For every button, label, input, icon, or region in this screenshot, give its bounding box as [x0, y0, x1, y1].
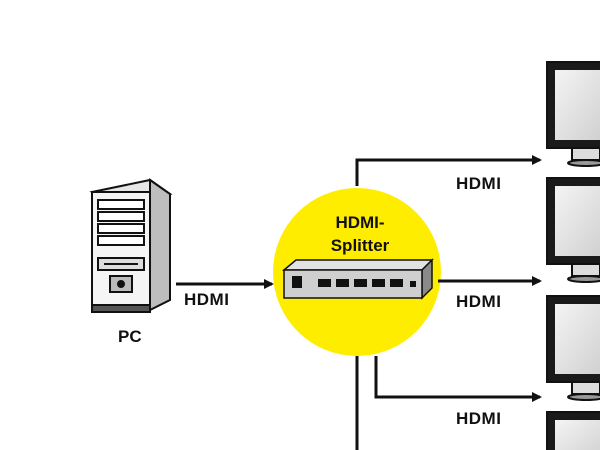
output-hdmi-label-3: HDMI	[456, 409, 502, 428]
output-line-3	[374, 356, 542, 402]
monitor-icon-4	[546, 411, 600, 450]
pc-tower-icon	[89, 178, 173, 313]
monitor-icon-1	[546, 61, 600, 167]
output-line-1	[355, 155, 542, 186]
monitor-icon-2	[546, 177, 600, 283]
output-hdmi-label-1: HDMI	[456, 174, 502, 193]
splitter-title: HDMI- Splitter	[285, 211, 435, 257]
splitter-title-line-1: HDMI-	[335, 213, 385, 232]
output-hdmi-label-2: HDMI	[456, 292, 502, 311]
pc-label: PC	[118, 327, 142, 346]
splitter-device-icon	[281, 258, 434, 300]
monitor-icon-3	[546, 295, 600, 401]
splitter-title-line-2: Splitter	[330, 236, 390, 255]
input-hdmi-label: HDMI	[184, 290, 230, 309]
